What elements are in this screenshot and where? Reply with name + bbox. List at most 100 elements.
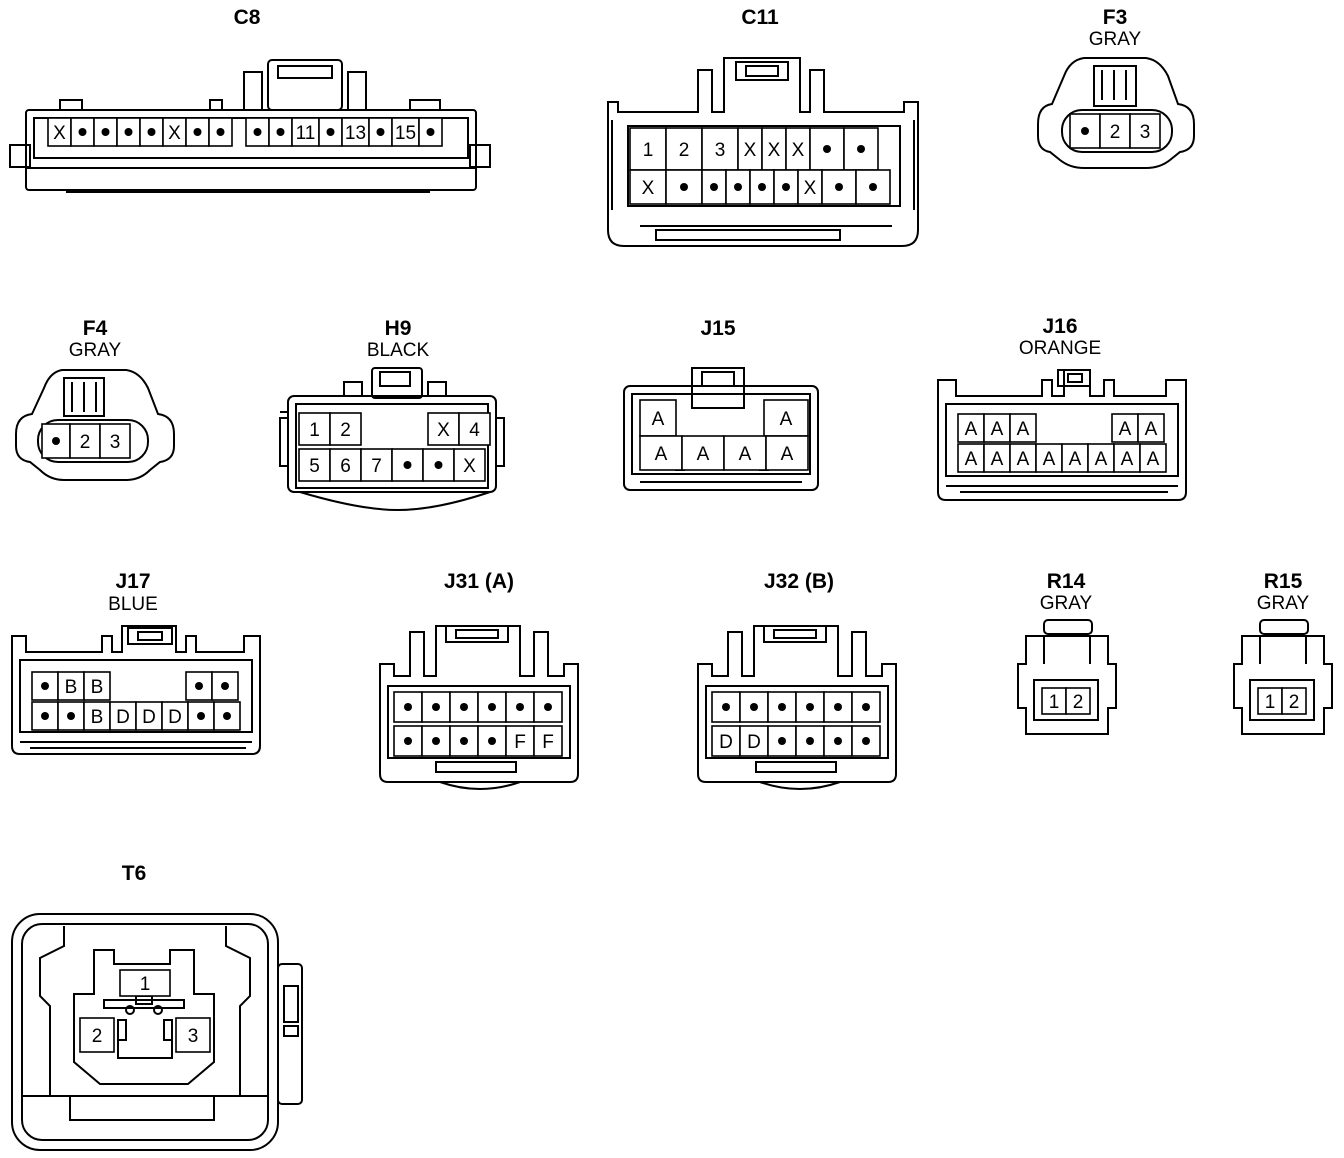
pin-cell-t6: 1 bbox=[119, 969, 171, 997]
pin-dot bbox=[404, 703, 412, 711]
pin-cell-h9: 4 bbox=[458, 412, 491, 446]
pin-dot bbox=[326, 128, 335, 136]
pin-label: A bbox=[965, 419, 978, 440]
pin-cell-f3: 2 bbox=[1099, 113, 1131, 149]
pin-label: X bbox=[53, 123, 66, 144]
connector-j16-body bbox=[937, 369, 1187, 501]
pin-cell-j32 bbox=[767, 725, 797, 757]
pin-cell-c11: 2 bbox=[665, 127, 703, 171]
pin-cell-j16: A bbox=[1113, 443, 1141, 473]
pin-label: 3 bbox=[715, 140, 726, 161]
pin-label: X bbox=[804, 178, 817, 199]
connector-name-j31: J31 (A) bbox=[443, 570, 515, 593]
pin-cell-j16: A bbox=[1139, 443, 1167, 473]
pin-dot bbox=[488, 703, 496, 711]
pin-label: 2 bbox=[679, 140, 690, 161]
pin-cell-j32 bbox=[767, 691, 797, 723]
pin-dot bbox=[460, 737, 468, 745]
connector-c8-body bbox=[9, 59, 491, 193]
pin-cell-c11 bbox=[821, 169, 857, 205]
pin-cell-c8: X bbox=[162, 117, 187, 147]
pin-label: A bbox=[991, 449, 1004, 470]
pin-dot bbox=[193, 128, 202, 136]
pin-dot bbox=[680, 183, 688, 191]
pin-label: D bbox=[168, 707, 182, 728]
pin-label: 1 bbox=[1265, 692, 1276, 713]
pin-cell-j16: A bbox=[1035, 443, 1063, 473]
pin-dot bbox=[806, 737, 814, 745]
pin-cell-f3 bbox=[1069, 113, 1101, 149]
pin-label: 4 bbox=[469, 420, 480, 441]
pin-dot bbox=[460, 703, 468, 711]
pin-label: A bbox=[1069, 449, 1082, 470]
pin-label: 2 bbox=[80, 432, 91, 453]
connector-j32-body bbox=[697, 625, 897, 790]
pin-cell-c8 bbox=[185, 117, 210, 147]
pin-dot bbox=[253, 128, 262, 136]
pin-dot bbox=[869, 183, 877, 191]
pin-dot bbox=[734, 183, 742, 191]
pin-cell-j31 bbox=[421, 725, 451, 757]
pin-dot bbox=[221, 682, 229, 690]
pin-label: D bbox=[116, 707, 130, 728]
pin-cell-r14: 2 bbox=[1065, 687, 1091, 715]
pin-cell-c11: 1 bbox=[629, 127, 667, 171]
pin-dot bbox=[778, 737, 786, 745]
connector-color-f4: GRAY bbox=[68, 340, 122, 361]
pin-dot bbox=[516, 703, 524, 711]
pin-dot bbox=[41, 712, 49, 720]
connector-f4-body bbox=[15, 369, 175, 481]
pin-label: X bbox=[463, 456, 476, 477]
pin-cell-c11 bbox=[749, 169, 775, 205]
pin-cell-h9 bbox=[391, 448, 424, 482]
pin-label: A bbox=[1017, 449, 1030, 470]
pin-dot bbox=[722, 703, 730, 711]
pin-cell-h9: X bbox=[427, 412, 460, 446]
pin-dot bbox=[778, 703, 786, 711]
connector-name-r14: R14 bbox=[1046, 570, 1086, 593]
pin-label: 1 bbox=[643, 140, 654, 161]
pin-cell-c8 bbox=[116, 117, 141, 147]
pin-dot bbox=[197, 712, 205, 720]
pin-dot bbox=[147, 128, 156, 136]
pin-label: X bbox=[642, 178, 655, 199]
pin-label: A bbox=[965, 449, 978, 470]
pin-cell-j15: A bbox=[723, 435, 767, 471]
pin-label: F bbox=[542, 732, 554, 753]
pin-dot bbox=[276, 128, 285, 136]
pin-cell-r15: 2 bbox=[1281, 687, 1307, 715]
pin-cell-c8 bbox=[318, 117, 343, 147]
pin-cell-h9: 7 bbox=[360, 448, 393, 482]
pin-label: A bbox=[1147, 449, 1160, 470]
pin-label: B bbox=[65, 677, 78, 698]
pin-label: X bbox=[437, 420, 450, 441]
pin-dot bbox=[404, 737, 412, 745]
pin-cell-t6: 2 bbox=[79, 1017, 115, 1053]
pin-dot bbox=[216, 128, 225, 136]
pin-cell-c8 bbox=[208, 117, 233, 147]
pin-dot bbox=[195, 682, 203, 690]
connector-color-f3: GRAY bbox=[1088, 29, 1142, 50]
pin-cell-c8 bbox=[245, 117, 270, 147]
connector-j31-body bbox=[379, 625, 579, 790]
connector-color-j16: ORANGE bbox=[1018, 338, 1102, 359]
pin-cell-j31 bbox=[533, 691, 563, 723]
connector-color-r14: GRAY bbox=[1039, 593, 1093, 614]
connector-name-j15: J15 bbox=[700, 317, 736, 340]
pin-dot bbox=[124, 128, 133, 136]
pin-cell-r14: 1 bbox=[1041, 687, 1067, 715]
pin-cell-j17 bbox=[57, 701, 85, 731]
pin-cell-j32 bbox=[823, 691, 853, 723]
connector-color-h9: BLACK bbox=[366, 340, 430, 361]
pin-cell-j32: D bbox=[739, 725, 769, 757]
pin-label: X bbox=[768, 140, 781, 161]
pin-cell-c8: 11 bbox=[291, 117, 320, 147]
pin-cell-j17 bbox=[185, 671, 213, 701]
connector-f3-body bbox=[1037, 57, 1195, 169]
pin-dot bbox=[41, 682, 49, 690]
pin-cell-c8: X bbox=[47, 117, 72, 147]
pin-cell-c8 bbox=[93, 117, 118, 147]
connector-name-h9: H9 bbox=[384, 317, 412, 340]
pin-dot bbox=[835, 183, 843, 191]
pin-label: 5 bbox=[309, 456, 320, 477]
